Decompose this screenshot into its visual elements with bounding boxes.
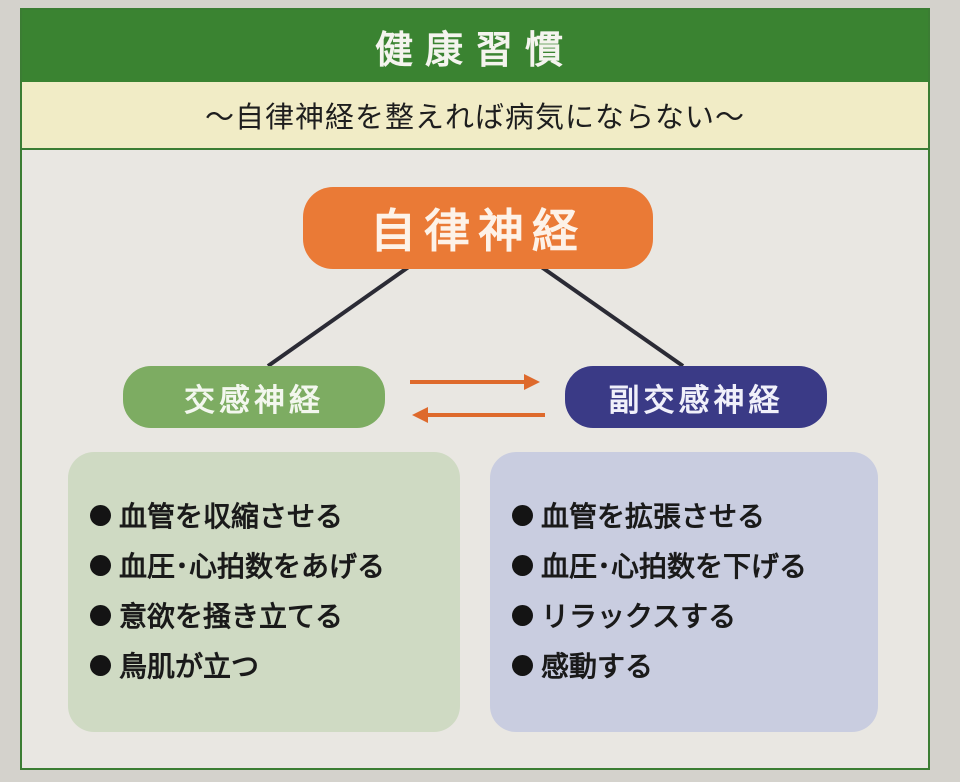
list-item-text: 血管を収縮させる — [119, 500, 344, 533]
list-item-text: 感動する — [541, 650, 654, 683]
list-item: 鳥肌が立つ — [90, 640, 460, 690]
subtitle-bar: 〜自律神経を整えれば病気にならない〜 — [22, 82, 928, 150]
autonomic-nervous-system-node: 自律神経 — [303, 187, 653, 269]
bullet-icon — [90, 554, 111, 576]
list-item-text: 鳥肌が立つ — [119, 650, 260, 683]
right-arrow-icon — [410, 374, 540, 390]
list-item-text: 血圧･心拍数を下げる — [541, 550, 808, 583]
bullet-icon — [512, 654, 533, 676]
title-bar: 健康習慣 — [22, 10, 928, 82]
parasympathetic-nerve-node: 副交感神経 — [565, 366, 827, 428]
bullet-icon — [90, 604, 111, 626]
left-arrow-icon — [412, 407, 545, 423]
list-item-text: 血圧･心拍数をあげる — [119, 550, 386, 583]
page-subtitle: 〜自律神経を整えれば病気にならない〜 — [204, 100, 745, 134]
bullet-icon — [512, 604, 533, 626]
list-item: 感動する — [512, 640, 878, 690]
bullet-icon — [512, 504, 533, 526]
list-item: 血管を収縮させる — [90, 490, 460, 540]
list-item-text: 血管を拡張させる — [541, 500, 766, 533]
bullet-icon — [90, 504, 111, 526]
parasympathetic-effects-box: 血管を拡張させる 血圧･心拍数を下げる リラックスする 感動する — [490, 452, 878, 732]
sympathetic-nerve-node: 交感神経 — [123, 366, 385, 428]
page-title: 健康習慣 — [374, 27, 575, 72]
list-item-text: リラックスする — [541, 600, 737, 633]
list-item: 意欲を掻き立てる — [90, 590, 460, 640]
bullet-icon — [90, 654, 111, 676]
bullet-icon — [512, 554, 533, 576]
list-item-text: 意欲を掻き立てる — [119, 600, 344, 633]
connector-root-to-sympathetic — [266, 264, 412, 368]
list-item: リラックスする — [512, 590, 878, 640]
sympathetic-effects-box: 血管を収縮させる 血圧･心拍数をあげる 意欲を掻き立てる 鳥肌が立つ — [68, 452, 460, 732]
list-item: 血圧･心拍数を下げる — [512, 540, 878, 590]
list-item: 血管を拡張させる — [512, 490, 878, 540]
list-item: 血圧･心拍数をあげる — [90, 540, 460, 590]
connector-root-to-parasympathetic — [538, 264, 685, 368]
